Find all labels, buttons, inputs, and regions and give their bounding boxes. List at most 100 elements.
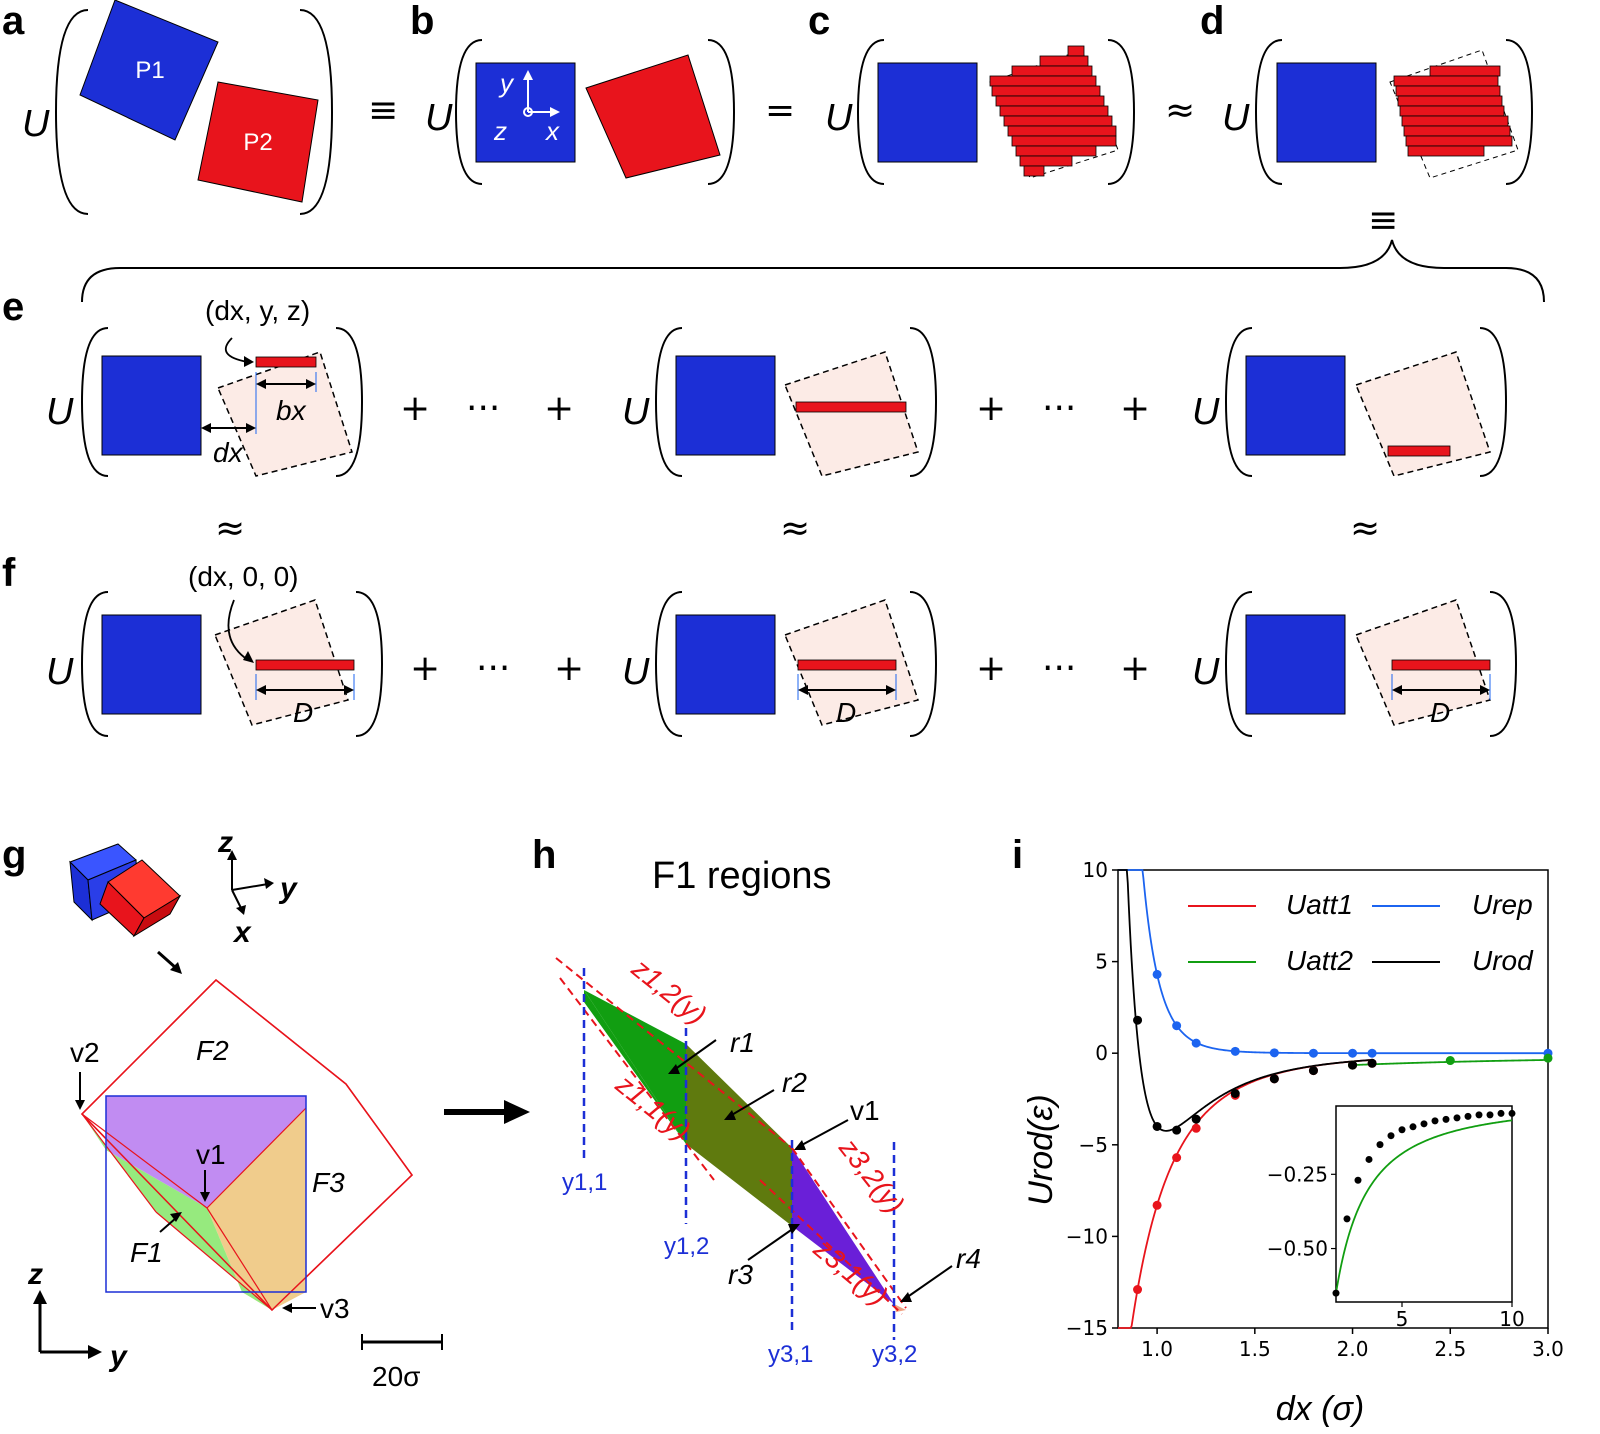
point-uatt2	[1445, 1056, 1455, 1066]
u-symbol-f3: U	[1192, 651, 1220, 693]
y12-label: y1,2	[664, 1233, 709, 1260]
plus-f2: +	[554, 648, 584, 689]
term-f-2: U	[622, 591, 938, 737]
right-paren-d	[1505, 39, 1534, 185]
u-symbol-e3: U	[1192, 391, 1220, 433]
big-arrow-g-h-head	[504, 1100, 530, 1124]
u-symbol-e1: U	[46, 391, 74, 433]
y32-label: y3,2	[872, 1341, 917, 1368]
panel-label-f: f	[2, 551, 16, 595]
term-e-2: U	[622, 327, 938, 477]
v2-arrow-head	[75, 1100, 85, 1110]
y-tick-label: −5	[1079, 1133, 1108, 1157]
x-axis-arrowhead	[550, 107, 560, 117]
left-paren-a	[54, 9, 89, 215]
y-axis-title: Urod(ε)	[1022, 1094, 1060, 1205]
x-tick-label: 2.0	[1337, 1337, 1369, 1361]
curve-uatt1	[1118, 1059, 1373, 1329]
r4-arrow-head	[900, 1292, 912, 1302]
plus-e3: +	[976, 388, 1006, 429]
term-e-1: U	[46, 327, 364, 477]
F1-label: F1	[130, 1237, 163, 1268]
r4-label: r4	[956, 1243, 981, 1274]
dx-label: dx	[213, 437, 244, 468]
F2-label: F2	[196, 1035, 229, 1066]
point-uatt2	[1543, 1053, 1553, 1063]
point-urod	[1133, 1015, 1143, 1025]
v1-arrow-h-head	[794, 1140, 806, 1150]
dots-e2: ···	[1042, 388, 1076, 429]
point-urod	[1269, 1074, 1279, 1084]
legend: Uatt1 Urep Uatt2 Urod	[1188, 889, 1534, 976]
v1-label-g: v1	[196, 1139, 226, 1170]
scale-label: 20σ	[372, 1361, 420, 1392]
inset-point	[1464, 1112, 1472, 1120]
down-arrow-g-head	[170, 962, 182, 974]
legend-label-urod: Urod	[1472, 945, 1534, 976]
axes-3d-g	[227, 850, 274, 915]
legend-label-urep: Urep	[1472, 889, 1533, 920]
p2-label: P2	[243, 129, 272, 156]
inset-point	[1376, 1141, 1384, 1149]
inset-point	[1365, 1155, 1373, 1163]
inset-point	[1332, 1289, 1340, 1297]
r3-arrow-head	[788, 1224, 800, 1234]
u-symbol-e2: U	[622, 391, 650, 433]
left-paren-b	[454, 39, 483, 185]
D-label-f1: D	[293, 697, 313, 728]
point-urep	[1152, 969, 1162, 979]
approx-e3: ≈	[1350, 508, 1380, 549]
v3-label: v3	[320, 1293, 350, 1324]
u-symbol-b: U	[425, 97, 453, 139]
inset-point	[1453, 1114, 1461, 1122]
right-paren-b	[707, 39, 736, 185]
point-uatt1	[1172, 1153, 1182, 1163]
x-tick-label: 1.0	[1141, 1337, 1173, 1361]
approx-e2: ≈	[780, 508, 810, 549]
scale-bar	[361, 1334, 443, 1350]
inset-point	[1343, 1215, 1351, 1223]
plus-f1: +	[410, 648, 440, 689]
point-urod	[1348, 1060, 1358, 1070]
point-urep	[1172, 1021, 1182, 1031]
inset-y-tick-label: −0.25	[1267, 1162, 1328, 1186]
u-symbol-f1: U	[46, 651, 74, 693]
inset-frame	[1335, 1105, 1513, 1303]
D-label-f3: D	[1430, 697, 1450, 728]
inset-point	[1442, 1115, 1450, 1123]
curve-urep	[1118, 869, 1548, 1055]
cube-pair-3d	[69, 843, 182, 938]
p1-label: P1	[135, 57, 164, 84]
v2-label: v2	[70, 1037, 100, 1068]
right-paren-a	[299, 9, 334, 215]
point-urep	[1269, 1048, 1279, 1058]
r4-arrow	[905, 1265, 953, 1299]
v3-arrow-head	[282, 1303, 292, 1313]
approx-e1: ≈	[215, 508, 245, 549]
point-urod	[1152, 1121, 1162, 1131]
inset-point	[1486, 1111, 1494, 1119]
F3-label: F3	[312, 1167, 345, 1198]
y31-label: y3,1	[768, 1341, 813, 1368]
r2-label: r2	[782, 1067, 807, 1098]
v1-arrow-h	[799, 1119, 849, 1147]
term-f-1: U	[46, 591, 384, 737]
point-uatt1	[1152, 1200, 1162, 1210]
y11-label: y1,1	[562, 1169, 607, 1196]
inset-point	[1409, 1123, 1417, 1131]
inset-x-tick-label: 5	[1396, 1307, 1409, 1331]
F1-arrow	[159, 1217, 177, 1233]
v1-arrow-g-head	[200, 1192, 210, 1202]
inset-point	[1354, 1176, 1362, 1184]
plus-f3: +	[976, 648, 1006, 689]
point-urod	[1191, 1114, 1201, 1124]
v1-label-h: v1	[850, 1095, 880, 1126]
y-tick-label: 10	[1083, 858, 1108, 882]
eq-b-c: =	[765, 90, 795, 131]
point-urod	[1230, 1089, 1240, 1099]
panel-label-h: h	[532, 833, 556, 877]
inset-point	[1475, 1111, 1483, 1119]
